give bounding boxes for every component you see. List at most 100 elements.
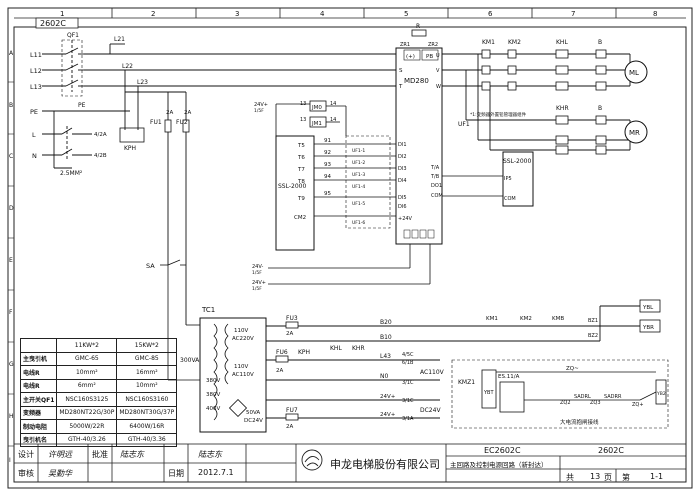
terminal-pb: [421, 49, 439, 61]
motor-mr-label: MR: [629, 129, 640, 137]
transformer-tc1: [199, 317, 267, 433]
spec-head-0: [19, 338, 58, 353]
uf1-6: UF1-6: [352, 220, 365, 226]
spec-head-row: 11KW*2 15KW*2: [19, 338, 178, 353]
drawing-code: 2602C: [40, 19, 66, 28]
row-h: H: [9, 413, 14, 420]
fuse-fu1: [164, 119, 172, 133]
row-f: F: [9, 309, 13, 316]
spec-value: NSC160S3160: [116, 392, 178, 407]
company-name: 申龙电梯股份有限公司: [330, 458, 440, 471]
ybr-label: YBR: [642, 325, 654, 331]
uf1-2: UF1-2: [352, 160, 365, 166]
zqp-label: ZQ+: [632, 402, 644, 408]
b-label-top: B: [598, 39, 602, 46]
transformer-rating: 300VA: [180, 357, 200, 364]
uf1-1: UF1-1: [352, 148, 365, 154]
kmz1-label: KMZ1: [458, 379, 475, 386]
pe-label: PE: [78, 102, 86, 109]
terminal-plus-label: (+): [406, 54, 415, 60]
yb2-label: YB2: [656, 391, 666, 397]
ref-3-1c: 3/1C: [402, 380, 414, 386]
jm1-label: JM1: [311, 121, 322, 127]
jm1-pin14: 14: [330, 117, 336, 123]
terminal-pb-label: PB: [426, 54, 433, 60]
coil-ybr: [639, 319, 661, 333]
wire-n0: N0: [380, 373, 388, 380]
tap-400: 400V: [206, 406, 220, 412]
ref-3-1c-2: 3/1C: [402, 398, 414, 404]
row-e: E: [9, 257, 13, 264]
t1b: T/B: [430, 174, 440, 180]
fuse-fu6: [275, 355, 289, 363]
t1a: T/A: [430, 165, 440, 171]
title-block-grid: [13, 443, 687, 483]
uf1-contact-group: [345, 135, 391, 229]
l23-label: L23: [137, 79, 148, 86]
page-label: 第: [622, 473, 630, 482]
tap-ac110: AC110V: [232, 372, 254, 378]
t9-label: T9: [297, 196, 305, 202]
t5-label: T5: [297, 143, 305, 149]
p24-low-ref: 1/5F: [252, 286, 262, 292]
col-4: 4: [320, 10, 325, 18]
spec-key: 主开关QF1: [19, 392, 58, 407]
title-role-approve: 批准: [92, 450, 108, 459]
row-a: A: [9, 50, 14, 57]
md280-w: W: [436, 84, 441, 90]
uf1-contacts: UF1-1 UF1-2 UF1-3 UF1-4 UF1-5 UF1-6: [352, 148, 365, 226]
kmb-label: KMB: [552, 316, 564, 322]
ref-3-1a: 3/1A: [402, 416, 414, 422]
wire-b10: B10: [380, 334, 392, 341]
row-c: C: [9, 153, 13, 160]
fuse-fu3: [285, 321, 299, 329]
uf1-3: UF1-3: [352, 172, 365, 178]
title-approve-name: 陆志东: [120, 450, 144, 459]
jm1-pin13: 13: [300, 117, 306, 123]
zq3-label: ZQ3: [590, 400, 601, 406]
ac110-right: AC110V: [420, 369, 445, 376]
jm0-pin14: 14: [330, 101, 336, 107]
uf1-4: UF1-4: [352, 184, 365, 190]
t8-label: T8: [297, 179, 305, 185]
kph2-label: KPH: [298, 349, 310, 356]
es-label: ES.11/A: [498, 374, 520, 380]
md280-inputs: DI1 DI2 DI3 DI4 DI5 DI6 +24V T/A T/B DO1…: [398, 142, 443, 222]
v24-term: +24V: [398, 216, 413, 222]
spec-row: 制动电阻 5000W/22R 6400W/16R: [19, 419, 178, 434]
row-i: I: [9, 457, 11, 464]
terminal-plus: [403, 49, 421, 61]
fu2-label: FU2: [176, 119, 188, 126]
fu6-rating: 2A: [276, 368, 283, 374]
col-1: 1: [60, 10, 64, 18]
md280-u: U: [436, 53, 440, 59]
zq-label: ZQ~: [566, 366, 579, 372]
km1b-label: KM1: [486, 316, 498, 322]
fu1-label: FU1: [150, 119, 162, 126]
wire-gauge: 2.5MM²: [60, 170, 83, 177]
p24-top: 24V+: [254, 102, 268, 108]
column-numbers: 1 2 3 4 5 6 7 8: [60, 10, 657, 18]
tap-dc24: DC24V: [244, 418, 263, 424]
spec-value: MD280NT22G/30P: [56, 405, 118, 420]
drawing-number-right: 2602C: [598, 446, 624, 455]
ssl2000-left: [275, 135, 315, 251]
spec-value: 6mm²: [56, 378, 118, 393]
spec-key: 曳引机名: [19, 432, 58, 447]
jm-wiring: [275, 103, 347, 136]
col-5: 5: [404, 10, 408, 18]
row-d: D: [9, 205, 14, 212]
spec-table: 11KW*2 15KW*2 主曳引机 GMC-65 GMC-85 电线R 10m…: [19, 338, 178, 447]
jm0-label: JM0: [311, 105, 322, 111]
bz2-label: BZ2: [588, 333, 598, 339]
km2b-label: KM2: [520, 316, 532, 322]
spec-key: 电线R: [19, 378, 58, 393]
tap-110v: 110V: [234, 328, 248, 334]
spec-head-1: 11KW*2: [56, 338, 118, 353]
motor-mr: [624, 120, 648, 144]
tc1-label: TC1: [201, 306, 215, 314]
drawing-subtitle: 主回路及控制电源回路（新封达）: [450, 461, 548, 469]
spec-value: 10mm²: [116, 378, 178, 393]
t6-label: T6: [297, 155, 305, 161]
spec-key: 变频器: [19, 405, 58, 420]
